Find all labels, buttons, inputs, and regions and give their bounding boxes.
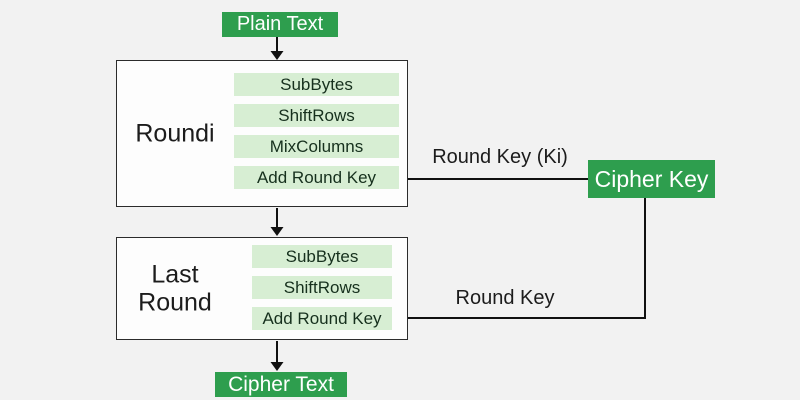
round-key-ki-label: Round Key (Ki) <box>432 146 568 168</box>
cipher-key-node: Cipher Key <box>588 160 715 198</box>
arrowhead-down-icon <box>270 362 284 371</box>
step-box: MixColumns <box>234 135 399 158</box>
last-round-title: Last Round <box>138 259 212 317</box>
arrowhead-down-icon <box>270 51 284 60</box>
step-box: ShiftRows <box>252 276 392 299</box>
arrowhead-down-icon <box>270 227 284 236</box>
step-box: SubBytes <box>234 73 399 96</box>
plain-text-node: Plain Text <box>222 12 338 37</box>
round-key-label: Round Key <box>455 287 555 309</box>
round-i-title: Roundi <box>135 119 215 148</box>
cipher-text-node: Cipher Text <box>215 372 347 397</box>
step-box: ShiftRows <box>234 104 399 127</box>
step-box: Add Round Key <box>234 166 399 189</box>
step-box: SubBytes <box>252 245 392 268</box>
step-box: Add Round Key <box>252 307 392 330</box>
